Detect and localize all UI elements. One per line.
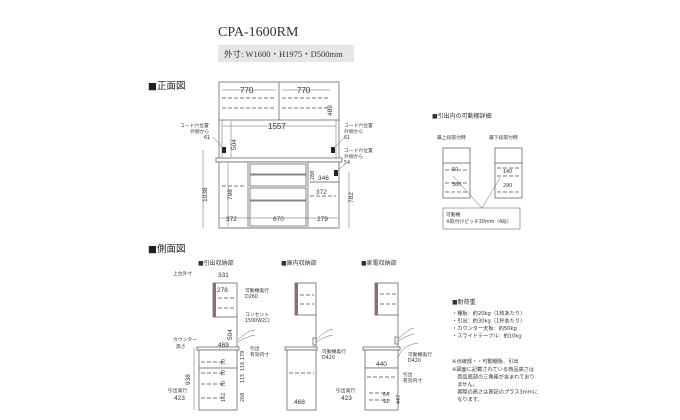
- outer-dim-2: 116: [240, 362, 246, 371]
- cabinet-storage-heading: ■庫内収納部: [281, 259, 317, 267]
- counter-top: [215, 157, 343, 163]
- dim-appliance-drawer-depth: 423: [341, 395, 352, 402]
- drawer-storage-heading: ■引出収納部: [198, 259, 234, 267]
- drawer-dim-2: 70: [221, 370, 227, 376]
- detail-bottom-dim-1: 140: [503, 169, 512, 175]
- dim-drawer-depth: 423: [174, 395, 185, 402]
- drawer: [249, 174, 307, 187]
- drawer-dim-4: 162: [221, 393, 227, 402]
- drawer: [249, 163, 307, 175]
- appliance-storage-heading: ■家電収納部: [361, 259, 397, 267]
- side-view-heading: ■側面図: [148, 243, 185, 255]
- power-cord: [237, 329, 256, 343]
- power-cord: [315, 328, 334, 343]
- front-view-heading: ■正面図: [148, 81, 185, 92]
- load-list: ・棚板：約20kg（1枚あたり） ・引出：約30kg（1杯あたり） ・カウンター…: [452, 309, 527, 340]
- drawer-dim-3: 70: [221, 381, 227, 387]
- dim-left-width: 372: [226, 216, 237, 223]
- drawer: [249, 187, 307, 201]
- outer-dim-1: 179: [240, 351, 246, 360]
- cord-hole-left: [222, 147, 226, 153]
- appliance-drawer-dim-2: 92: [383, 399, 389, 405]
- dim-lower-height: 938: [185, 374, 192, 385]
- dim-counter-height: 469: [218, 342, 229, 349]
- drawer-depth-label: 引出奥行: [168, 387, 187, 394]
- drawer: [249, 200, 307, 227]
- detail-bottom-drawing: 140 290: [494, 147, 523, 199]
- dim-top-depth: 331: [218, 272, 229, 279]
- dim-right-width: 279: [317, 216, 328, 223]
- counter-height-label: カウンター高さ: [173, 336, 197, 350]
- dim-right-height: 782: [348, 192, 355, 203]
- appliance-drawer-dim-1: 64: [383, 392, 389, 398]
- dim-mid-width: 670: [273, 216, 284, 223]
- detail-top-label: 最上段取付時: [437, 134, 466, 141]
- drawer-inner-label: 引出有効内寸: [250, 345, 269, 358]
- front-view: 770 770 489 1557 504 1038 798 782 288 34…: [180, 81, 373, 229]
- detail-top-dim-1: 50: [452, 167, 458, 173]
- notes: ※点線部・・可動棚板、引出 ※図面に記載されている商品高さは 商品底部の三角座が…: [452, 357, 540, 403]
- dim-total-height: 1038: [202, 187, 209, 202]
- power-cord: [397, 327, 419, 359]
- outer-dimensions: 外寸: W1600・H1975・D500mm: [224, 49, 343, 59]
- detail-bottom-dim-2: 290: [503, 183, 512, 189]
- detail-top-dim-2: 380: [452, 182, 461, 188]
- detail-note: 可動棚※取付けピッチ30mm（4段）: [446, 211, 512, 225]
- dim-door-left: 770: [240, 86, 254, 95]
- dim-appliance-lower-height: 447: [396, 395, 402, 404]
- top-depth-label: 上台外寸: [173, 270, 192, 277]
- dim-left-height: 798: [227, 189, 234, 200]
- dim-door-right: 770: [297, 86, 311, 95]
- dim-cabinet-depth: 468: [294, 399, 305, 406]
- outer-dim-4: 268: [240, 393, 246, 402]
- dim-shelf-width: 346: [318, 175, 329, 182]
- detail-note-box: [442, 207, 521, 230]
- dim-inner-width: 1557: [268, 122, 286, 131]
- dim-appliance-width: 440: [376, 361, 387, 368]
- dim-shelf-height: 288: [310, 171, 316, 180]
- appliance-drawer-depth-label: 引出奥行: [336, 387, 355, 394]
- cord-hole-right-lower: [334, 170, 338, 176]
- model-title: CPA-1600RM: [218, 25, 299, 40]
- cord-hole-right: [331, 147, 335, 153]
- detail-heading: ■引出内の可動棚詳細: [432, 112, 492, 120]
- drawer-dim-1: 70: [221, 359, 227, 365]
- dim-upper-height: 489: [327, 105, 334, 116]
- load-heading: ■耐荷重: [452, 298, 476, 306]
- dim-right-inner-width: 372: [316, 189, 327, 196]
- dim-open-height: 504: [227, 329, 234, 340]
- appliance-drawer-label: 引出有効内寸: [403, 371, 422, 384]
- dim-open-height: 504: [231, 139, 238, 150]
- outer-dim-3: 115: [240, 374, 246, 383]
- spec-box: [218, 45, 354, 62]
- dim-inner-depth: 278: [217, 287, 228, 294]
- detail-bottom-label: 最下段取付時: [489, 134, 518, 141]
